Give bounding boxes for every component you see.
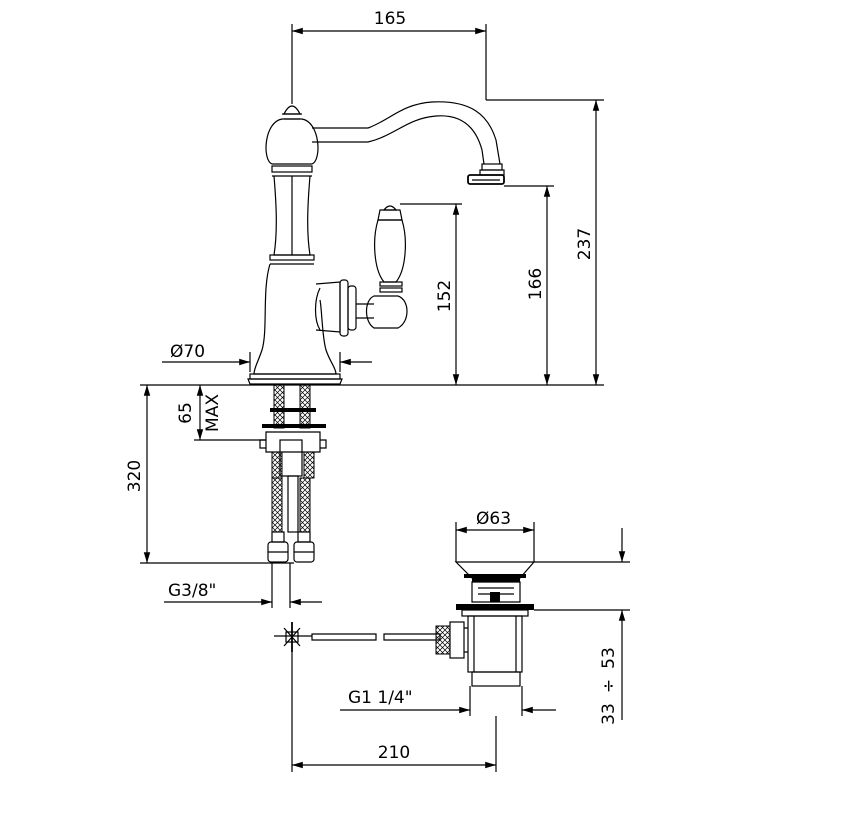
dimension-lines	[140, 24, 630, 772]
dim-spout-reach: 165	[374, 9, 406, 29]
dim-hose-thread: G3/8"	[168, 581, 216, 601]
waste-rod	[274, 622, 441, 652]
mounting-assembly	[259, 383, 327, 563]
popup-waste	[435, 561, 536, 687]
dim-waste-thread: G1 1/4"	[348, 688, 413, 708]
dim-waste-range: 33 ÷ 53	[599, 647, 619, 725]
dim-waste-range-a: 33	[599, 703, 619, 725]
dim-max-deck: 65	[176, 402, 196, 424]
dim-handle-height: 152	[435, 280, 455, 312]
faucet-body	[247, 105, 357, 385]
dim-waste-diameter: Ø63	[476, 509, 511, 529]
dim-waste-range-sep: ÷	[599, 679, 619, 693]
dim-total-height: 237	[575, 228, 595, 260]
faucet-spout	[312, 101, 505, 185]
lever-handle	[356, 205, 408, 329]
dim-rod-distance: 210	[378, 743, 410, 763]
dim-waste-range-b: 53	[599, 647, 619, 669]
dim-hose-length: 320	[125, 460, 145, 492]
dim-max-label: MAX	[203, 394, 223, 432]
dim-base-diameter: Ø70	[170, 342, 205, 362]
dim-spout-height: 166	[526, 268, 546, 300]
